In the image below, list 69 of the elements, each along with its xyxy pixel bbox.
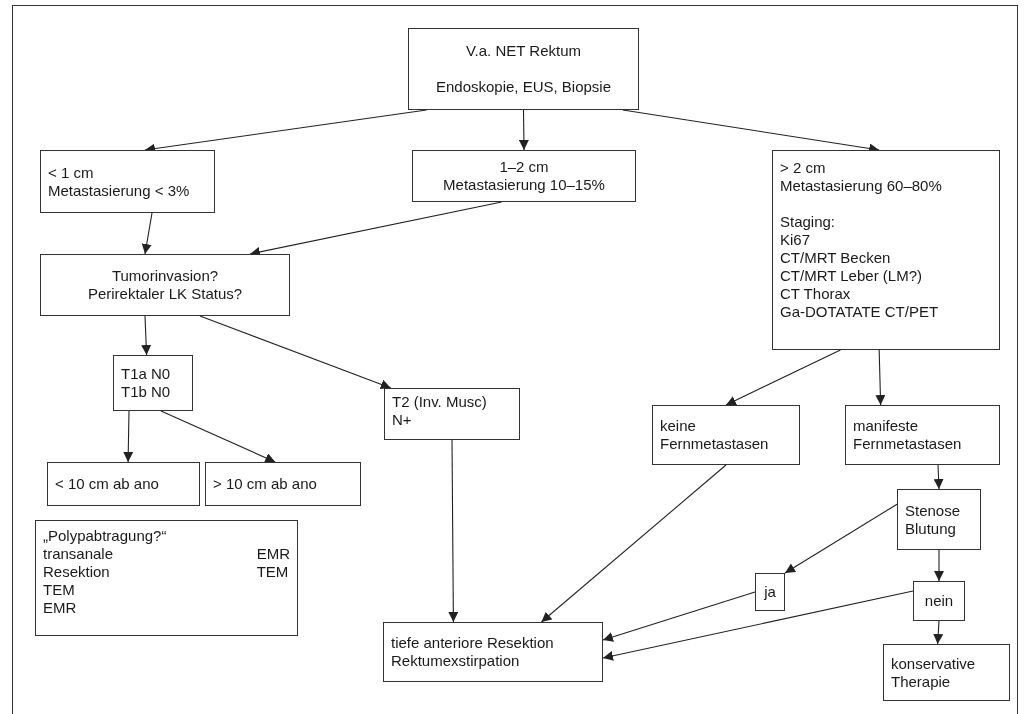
box-text: > 10 cm ab ano (213, 475, 317, 493)
process-box (113, 355, 193, 411)
process-box (47, 462, 200, 506)
box-text: Rektumexstirpation (391, 652, 520, 670)
option-text: TEM (256, 563, 290, 581)
process-box (408, 28, 639, 110)
box-text: Endoskopie, EUS, Biopsie (435, 78, 612, 96)
box-text: > 2 cm (780, 159, 826, 177)
box-text: nein (924, 592, 954, 610)
box-text: Ki67 (780, 231, 811, 249)
arrow (141, 212, 153, 255)
box-text: Metastasierung 60–80% (780, 177, 942, 195)
box-text: ja (764, 583, 776, 601)
arrow (784, 503, 898, 574)
process-box (652, 405, 800, 465)
arrow (540, 464, 727, 623)
answer-box (913, 581, 965, 621)
arrow (875, 349, 886, 406)
process-box (205, 462, 361, 506)
info-box (772, 150, 1000, 350)
arrow (934, 549, 944, 582)
process-box (412, 150, 636, 202)
arrow (448, 439, 459, 623)
arrow (199, 315, 392, 390)
process-box (40, 254, 290, 316)
box-text: keine Fernmetastasen (660, 417, 770, 453)
box-text: V.a. NET Rektum (465, 42, 582, 60)
box-text: Staging: (780, 213, 836, 231)
box-text: Metastasierung < 3% (48, 181, 190, 200)
process-box (897, 489, 981, 550)
note-box (35, 520, 298, 636)
box-text: CT/MRT Leber (LM?) (780, 267, 922, 285)
box-text: Tumorinvasion? (111, 267, 219, 285)
box-text: T1a N0 (121, 365, 171, 383)
option-text: EMR (256, 545, 290, 563)
box-text: tiefe anteriore Resektion (391, 634, 554, 652)
box-text: Ga-DOTATATE CT/PET (780, 303, 939, 321)
arrow (602, 591, 756, 642)
box-text: Stenose Blutung (905, 501, 962, 538)
process-box (384, 388, 520, 440)
box-text: CT/MRT Becken (780, 249, 891, 267)
box-text: T1b N0 (121, 383, 171, 401)
arrow (141, 315, 152, 356)
box-text: 1–2 cm (499, 158, 549, 176)
arrow (725, 349, 841, 406)
heading-text: „Polypabtragung?“ (43, 527, 168, 545)
option-text: EMR (43, 599, 78, 617)
box-text: CT Thorax (780, 285, 851, 303)
process-box (383, 622, 603, 682)
arrow (123, 410, 134, 463)
box-text: manifeste Fernmetastasen (853, 417, 963, 453)
process-box (40, 150, 215, 213)
box-text: konservative Therapie (891, 654, 977, 691)
box-text: < 1 cm (48, 163, 94, 182)
arrow (933, 620, 944, 645)
box-text: < 10 cm ab ano (55, 475, 159, 493)
box-text: T2 (Inv. Musc) (392, 393, 487, 411)
box-text: Perirektaler LK Status? (87, 285, 243, 303)
arrow (160, 410, 276, 463)
option-text: TEM (43, 581, 76, 599)
arrow (518, 109, 529, 151)
answer-box (755, 573, 785, 611)
process-box (845, 405, 1000, 465)
option-text: transanale Resektion (43, 545, 115, 581)
box-text: N+ (392, 411, 412, 429)
process-box (883, 644, 1010, 701)
arrow (933, 464, 944, 490)
arrow (602, 590, 914, 661)
box-text: Metastasierung 10–15% (443, 176, 605, 194)
